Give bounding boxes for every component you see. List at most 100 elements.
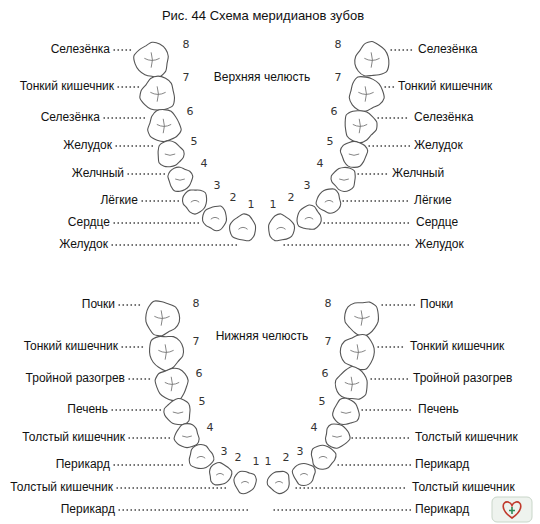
organ-label: Сердце — [416, 216, 458, 230]
tooth-outline — [349, 77, 384, 111]
tooth-number: 6 — [196, 368, 203, 381]
tooth-number: 7 — [183, 72, 190, 85]
tooth-outline — [210, 463, 232, 485]
watermark-logo — [492, 497, 532, 522]
organ-label: Толстый кишечник — [22, 431, 125, 445]
tooth-crown — [174, 424, 199, 448]
tooth-crown — [325, 424, 350, 448]
organ-label: Перикард — [415, 503, 469, 517]
tooth-outline — [174, 424, 199, 448]
leader-line — [382, 304, 416, 305]
organ-label: Лёгкие — [414, 194, 452, 208]
tooth-outline — [345, 111, 377, 143]
tooth-cusp — [216, 473, 224, 475]
tooth-outline — [331, 167, 355, 191]
tooth-number: 4 — [311, 422, 318, 435]
tooth-number: 1 — [248, 199, 255, 212]
organ-label: Перикард — [56, 458, 110, 472]
tooth-outline — [168, 167, 193, 191]
tooth-crown — [349, 77, 384, 111]
tooth-outline — [316, 189, 341, 213]
organ-label: Печень — [67, 403, 108, 417]
tooth-cusp — [339, 179, 349, 180]
tooth-number: 3 — [214, 180, 221, 193]
tooth-cusp — [353, 119, 367, 133]
leader-line — [324, 222, 412, 223]
tooth-number: 1 — [253, 456, 260, 469]
tooth-cusp — [241, 481, 249, 483]
tooth-cusp — [345, 377, 359, 391]
leader-line — [284, 244, 411, 245]
tooth-cusp — [157, 119, 171, 133]
organ-label: Селезёнка — [41, 111, 100, 125]
organ-label: Печень — [418, 403, 459, 417]
tooth-cusp — [276, 227, 285, 229]
leader-line — [296, 487, 408, 488]
tooth-crown — [340, 141, 367, 167]
tooth-number: 5 — [327, 136, 334, 149]
organ-label: Толстый кишечник — [415, 431, 518, 445]
leader-line — [369, 145, 410, 146]
leader-line — [352, 437, 411, 438]
tooth-number: 8 — [335, 39, 342, 52]
organ-label: Тройной разогрев — [26, 372, 125, 386]
leader-line — [118, 86, 139, 87]
organ-label: Желчный — [72, 167, 124, 181]
jaw-caption: Нижняя челюсть — [216, 330, 309, 344]
logo-heart — [503, 502, 521, 518]
tooth-crown — [355, 41, 389, 76]
leader-line — [358, 173, 388, 174]
organ-label: Желчный — [392, 167, 444, 181]
tooth-number: 2 — [235, 452, 242, 465]
leader-line — [343, 200, 410, 201]
organ-label: Почки — [82, 298, 115, 312]
tooth-number: 7 — [193, 336, 200, 349]
tooth-cusp — [238, 227, 247, 229]
organ-label: Лёгкие — [100, 194, 138, 208]
leader-line — [371, 378, 409, 379]
tooth-crown — [210, 463, 232, 485]
tooth-cusp — [150, 86, 165, 101]
tooth-crown — [316, 189, 341, 213]
organ-label: Тонкий кишечник — [398, 80, 492, 94]
tooth-number: 2 — [283, 452, 290, 465]
leader-line — [104, 117, 146, 118]
teeth-group — [134, 41, 389, 493]
organ-label: Тонкий кишечник — [20, 80, 114, 94]
tooth-crown — [140, 76, 175, 110]
tooth-crown — [203, 206, 227, 231]
leader-line — [117, 487, 228, 488]
figure-title: Рис. 44 Схема меридианов зубов — [162, 9, 364, 24]
tooth-outline — [134, 42, 168, 77]
tooth-outline — [158, 141, 184, 167]
organ-label: Сердце — [68, 216, 110, 230]
tooth-crown — [189, 444, 214, 468]
tooth-crown — [340, 335, 374, 370]
leader-line — [119, 509, 250, 510]
organ-label: Перикард — [61, 503, 115, 517]
tooth-cusp — [165, 377, 179, 391]
tooth-cusp — [350, 344, 365, 359]
leader-line — [274, 509, 411, 510]
tooth-cusp — [182, 436, 192, 437]
tooth-crown — [146, 301, 180, 336]
leader-line — [378, 346, 406, 347]
tooth-cusp — [319, 456, 327, 458]
organ-label: Тонкий кишечник — [410, 340, 504, 354]
organ-label: Тонкий кишечник — [24, 340, 118, 354]
tooth-number: 2 — [288, 192, 295, 205]
tooth-crown — [297, 205, 321, 229]
tooth-crown — [234, 471, 256, 493]
tooth-crown — [331, 167, 355, 191]
tooth-cusp — [211, 217, 219, 219]
tooth-cusp — [305, 217, 313, 219]
tooth-crown — [269, 214, 295, 241]
tooth-number: 8 — [325, 298, 332, 311]
jaw-caption: Верхняя челюсть — [214, 71, 310, 85]
organ-label: Желудок — [414, 139, 463, 153]
tooth-cusp — [165, 154, 175, 155]
leader-line — [385, 86, 394, 87]
tooth-cusp — [175, 179, 185, 180]
tooth-number: 5 — [191, 136, 198, 149]
